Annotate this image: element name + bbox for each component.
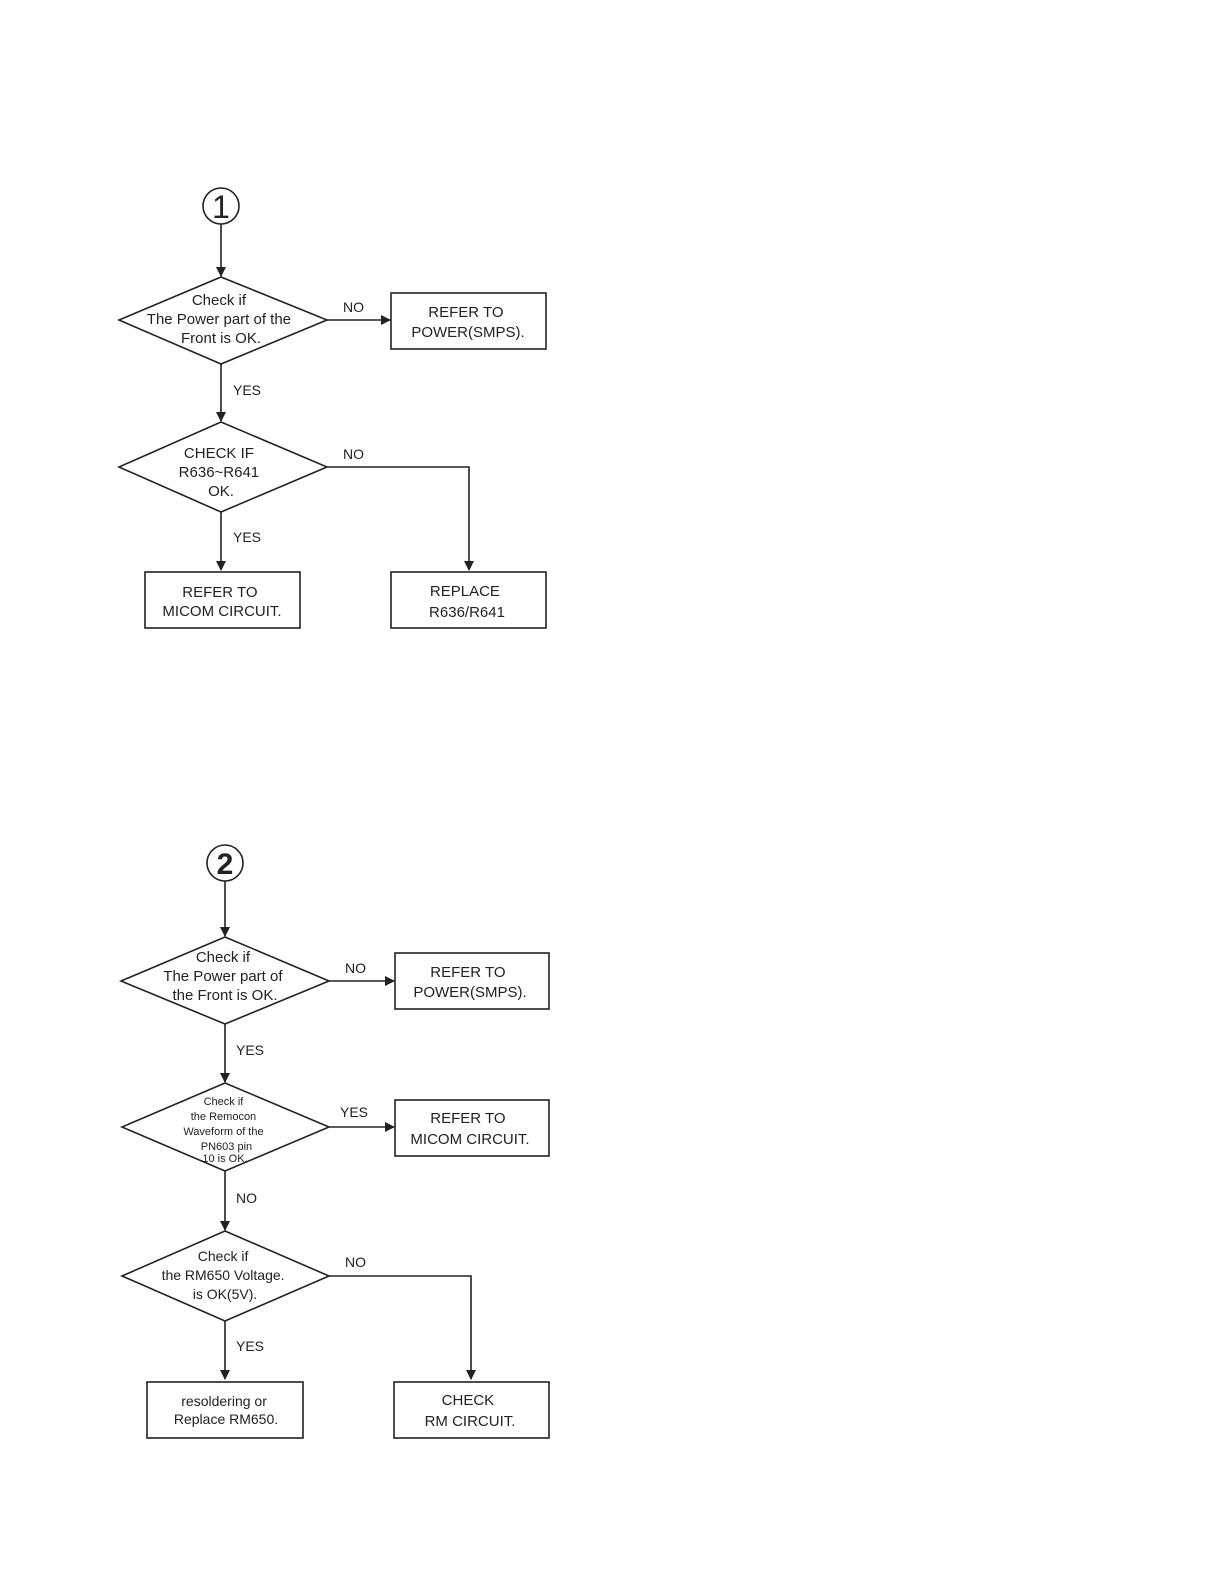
- edge2-d3-no: [329, 1275, 476, 1380]
- edge2-d1-yes-label: YES: [236, 1042, 264, 1058]
- box2-check-rm-circuit-text: CHECK RM CIRCUIT.: [425, 1392, 516, 1430]
- decision2-rm650-voltage-text: Check if the RM650 Voltage. is OK(5V).: [162, 1248, 289, 1302]
- decision2-power-front-text: Check if The Power part of the Front is …: [163, 949, 286, 1004]
- box-refer-micom: [144, 571, 301, 629]
- connector-1-label: 1: [212, 189, 230, 225]
- box2-check-rm-circuit: [393, 1381, 550, 1439]
- decision-resistors-text: CHECK IF R636~R641 OK.: [179, 445, 264, 500]
- box2-refer-micom: [394, 1099, 550, 1157]
- connector-2-label: 2: [217, 848, 234, 881]
- box-replace-resistors-text: REPLACE R636/R641: [429, 583, 505, 621]
- box2-refer-power-text: REFER TO POWER(SMPS).: [413, 964, 526, 1001]
- box2-refer-micom-text: REFER TO MICOM CIRCUIT.: [410, 1110, 529, 1148]
- box2-refer-power: [394, 952, 550, 1010]
- edge-d2-no-label: NO: [343, 446, 364, 462]
- edge-d2-yes-label: YES: [233, 529, 261, 545]
- edge2-d3-no-label: NO: [345, 1254, 366, 1270]
- decision2-remocon-waveform-text: Check if the Remocon Waveform of the PN6…: [183, 1096, 266, 1165]
- edge-d1-yes-label: YES: [233, 382, 261, 398]
- decision-power-front-text: Check if The Power part of the Front is …: [147, 292, 295, 347]
- box-replace-resistors: [390, 571, 547, 629]
- box2-resolder-rm650: [146, 1381, 304, 1439]
- edge-d1-no-label: NO: [343, 299, 364, 315]
- flowchart-1: 1 Check if The Power part of the Front i…: [116, 187, 547, 629]
- edge2-d2-no-label: NO: [236, 1190, 257, 1206]
- box-refer-micom-text: REFER TO MICOM CIRCUIT.: [162, 584, 281, 620]
- edge2-d3-yes-label: YES: [236, 1338, 264, 1354]
- box-refer-power-text: REFER TO POWER(SMPS).: [411, 304, 524, 341]
- edge2-d2-yes-label: YES: [340, 1104, 368, 1120]
- flowchart-2: 2 Check if The Power part of the Front i…: [118, 844, 550, 1439]
- box-refer-power: [390, 292, 547, 350]
- edge2-d1-no-label: NO: [345, 960, 366, 976]
- box2-resolder-rm650-text: resoldering or Replace RM650.: [174, 1393, 278, 1427]
- edge-d2-no: [327, 466, 474, 571]
